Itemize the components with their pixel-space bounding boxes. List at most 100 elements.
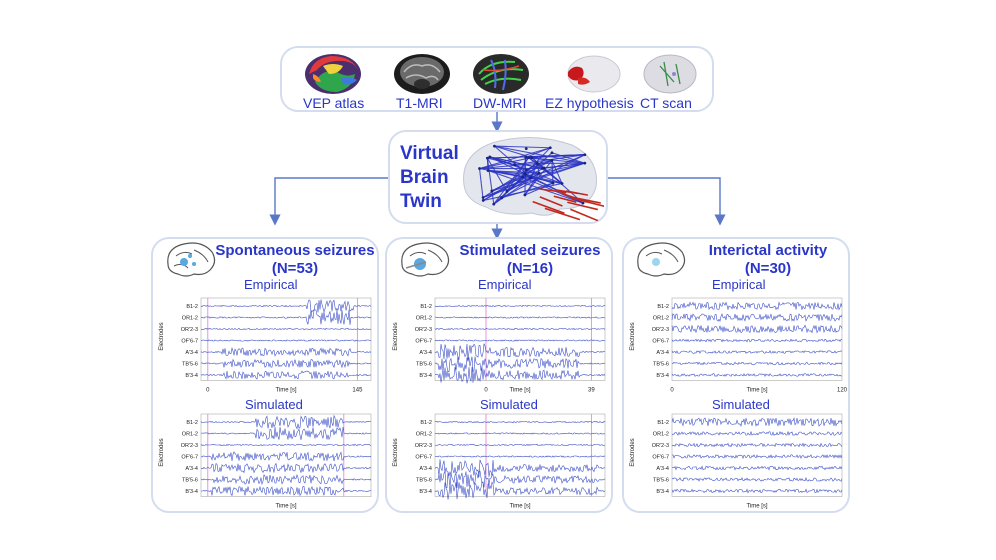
eeg-trace: [671, 454, 843, 460]
eeg-trace: [434, 455, 606, 458]
network-node: [492, 202, 496, 206]
eeg-trace: [672, 465, 843, 471]
ez-contact-line: [570, 208, 599, 221]
network-edge: [536, 163, 540, 174]
network-edge: [487, 154, 585, 159]
spontaneous-title: Spontaneous seizures (N=53): [212, 242, 378, 278]
network-node: [550, 151, 554, 155]
network-edge: [494, 145, 532, 159]
vbt-title: Virtual Brain Twin: [400, 142, 459, 214]
channel-label: B'3-4: [419, 489, 432, 495]
network-edge: [514, 154, 585, 166]
network-edge: [493, 157, 530, 205]
ez-contact-line: [553, 195, 577, 203]
network-edge: [487, 170, 584, 204]
network-node: [488, 155, 492, 159]
spontaneous-empirical-label: Empirical: [244, 277, 298, 292]
ct-scan-label: CT scan: [640, 95, 692, 111]
interictal-simulated-plot: ElectrodesB1-2OR1-2OR'2-3OF'6-7A'3-4TB'5…: [630, 413, 843, 510]
network-edge: [494, 145, 585, 164]
eeg-trace: [200, 462, 372, 474]
panel-spontaneous: [151, 237, 379, 513]
channel-label: OR'2-3: [181, 443, 198, 449]
eeg-trace: [434, 343, 606, 361]
ez-contact-line: [567, 201, 599, 211]
eeg-trace: [671, 442, 843, 448]
network-node: [524, 147, 528, 150]
spontaneous-title-line2: (N=53): [271, 260, 319, 277]
eeg-trace: [201, 327, 372, 331]
time-axis-label: Time [s]: [746, 388, 767, 394]
interictal-title-line2: (N=30): [744, 260, 792, 277]
eeg-trace: [200, 426, 372, 441]
time-axis-label: Time [s]: [509, 388, 530, 394]
ez-contact-line: [539, 188, 567, 194]
vbt-brain-network: [463, 137, 604, 221]
channel-label: TB'5-6: [416, 478, 432, 484]
network-node: [481, 196, 485, 199]
eeg-trace: [434, 316, 606, 319]
network-edge: [482, 162, 585, 199]
channel-label: B1-2: [420, 304, 432, 310]
channel-label: OR1-2: [653, 432, 669, 438]
stimulated-empirical-plot: ElectrodesB1-2OR1-2OR'2-3OF'6-7A'3-4TB'5…: [393, 297, 606, 394]
network-node: [490, 189, 494, 193]
eeg-trace: [434, 481, 606, 500]
network-edge: [486, 158, 489, 171]
network-node: [537, 171, 541, 175]
channel-label: TB'5-6: [416, 362, 432, 368]
network-node: [523, 193, 527, 197]
channel-label: A'3-4: [656, 466, 669, 472]
network-node: [583, 153, 587, 157]
electrodes-axis-label: Electrodes: [159, 438, 165, 466]
network-node: [524, 168, 528, 172]
ez-contact-line: [544, 207, 581, 221]
channel-label: B'3-4: [656, 373, 669, 379]
channel-label: OR'2-3: [652, 327, 669, 333]
vbt-title-line2: Brain: [400, 167, 449, 188]
stimulated-simulated-label: Simulated: [480, 397, 538, 412]
network-node: [478, 167, 481, 170]
channel-label: OF'6-7: [415, 455, 432, 461]
channel-label: OF'6-7: [181, 339, 198, 345]
network-edge: [551, 152, 585, 164]
dw-mri-image: [473, 54, 529, 94]
spontaneous-simulated-label: Simulated: [245, 397, 303, 412]
network-edge: [501, 182, 554, 199]
channel-label: OR'2-3: [415, 327, 432, 333]
network-node: [551, 181, 555, 185]
brain-interictal-icon: [637, 242, 686, 277]
x-tick-label: 0: [206, 388, 210, 394]
channel-label: TB'5-6: [182, 478, 198, 484]
electrodes-axis-label: Electrodes: [630, 322, 636, 350]
channel-label: OF'6-7: [415, 339, 432, 345]
network-edge: [489, 156, 543, 170]
network-node: [523, 172, 527, 176]
electrodes-axis-label: Electrodes: [630, 438, 636, 466]
vep-atlas-label: VEP atlas: [303, 95, 365, 111]
eeg-trace: [200, 339, 371, 342]
channel-label: B'3-4: [185, 373, 198, 379]
x-tick-label: 0: [670, 388, 674, 394]
eeg-trace: [434, 432, 606, 435]
network-edge: [525, 173, 563, 185]
arrow-vbt-to-spontaneous: [269, 177, 388, 226]
spontaneous-simulated-plot: ElectrodesB1-2OR1-2OR'2-3OF'6-7A'3-4TB'5…: [159, 413, 372, 510]
network-node: [583, 161, 587, 165]
ez-contact-line: [532, 200, 565, 215]
plot-frame: [434, 297, 606, 381]
channel-label: A'3-4: [185, 350, 198, 356]
electrodes-axis-label: Electrodes: [393, 322, 399, 350]
eeg-trace: [200, 346, 372, 357]
channel-label: TB'5-6: [653, 478, 669, 484]
network-node: [500, 196, 504, 200]
eeg-trace: [434, 366, 606, 384]
network-node: [536, 162, 539, 165]
vbt-title-line1: Virtual: [400, 143, 459, 164]
vep-atlas-image: [305, 54, 361, 94]
eeg-trace: [434, 327, 606, 331]
eeg-trace: [434, 443, 606, 447]
time-axis-label: Time [s]: [275, 388, 296, 394]
time-axis-label: Time [s]: [746, 504, 767, 510]
eeg-trace: [200, 299, 372, 313]
